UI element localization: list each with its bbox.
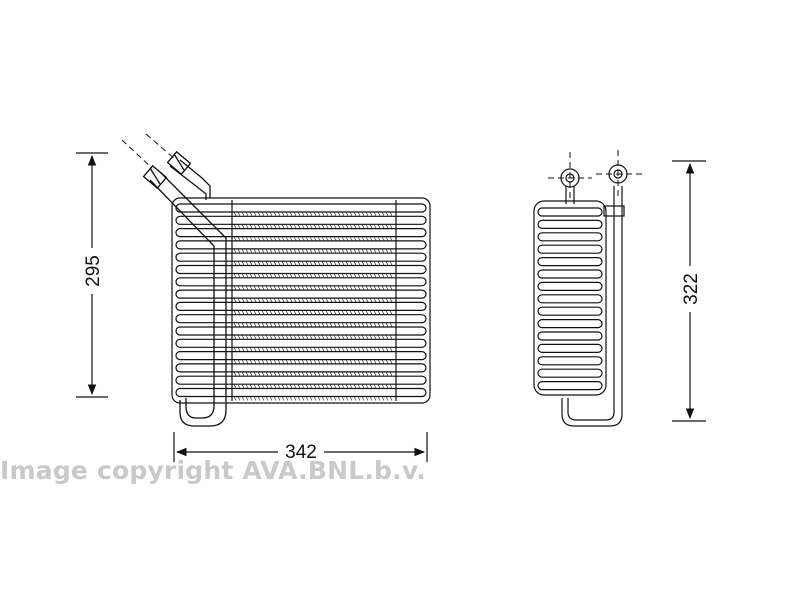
front-tube-row bbox=[175, 252, 427, 262]
side-tube-row bbox=[537, 219, 603, 229]
side-tube-row bbox=[537, 319, 603, 329]
side-view bbox=[533, 150, 646, 427]
dim-label-322: 322 bbox=[681, 273, 702, 305]
front-tube-row bbox=[175, 363, 427, 373]
dim-height-side: 322 bbox=[672, 160, 706, 422]
front-tube-row bbox=[175, 203, 427, 213]
side-tube-row bbox=[537, 331, 603, 341]
copyright-watermark: Image copyright AVA.BNL.b.v. bbox=[0, 456, 426, 485]
front-tube-row bbox=[175, 326, 427, 336]
front-fin-strip bbox=[233, 334, 393, 340]
front-fin-strip bbox=[233, 322, 393, 327]
front-fin-strip bbox=[233, 347, 393, 352]
front-fin-strip bbox=[233, 211, 393, 217]
front-fin-strip bbox=[233, 371, 393, 377]
front-tube-row bbox=[175, 228, 427, 238]
front-fin-strip bbox=[233, 285, 393, 290]
front-tube-row bbox=[175, 338, 427, 348]
side-core-outline bbox=[533, 200, 607, 396]
side-tube-row bbox=[537, 269, 603, 279]
side-tube-row bbox=[537, 381, 603, 391]
front-tube-row bbox=[175, 375, 427, 385]
dim-height-front: 295 bbox=[76, 152, 108, 398]
front-tube-row bbox=[175, 301, 427, 311]
front-tube-row bbox=[175, 314, 427, 324]
side-tube-row bbox=[537, 368, 603, 378]
side-tube-row bbox=[537, 294, 603, 304]
side-tube-row bbox=[537, 281, 603, 291]
front-tube-row bbox=[175, 240, 427, 250]
front-fin-strip bbox=[233, 236, 393, 241]
front-fin-strip bbox=[233, 248, 393, 254]
front-fin-strip bbox=[233, 396, 393, 401]
front-tube-row bbox=[175, 277, 427, 287]
side-tube-row bbox=[537, 207, 603, 217]
front-tubes bbox=[175, 203, 427, 398]
side-tube-row bbox=[537, 257, 603, 267]
dim-label-295: 295 bbox=[83, 255, 104, 287]
front-fins bbox=[233, 211, 393, 401]
front-fin-strip bbox=[233, 384, 393, 389]
side-tube-row bbox=[537, 232, 603, 242]
front-fin-strip bbox=[233, 297, 393, 303]
dim-width: 342 bbox=[173, 432, 428, 463]
side-tube-row bbox=[537, 244, 603, 254]
front-fin-strip bbox=[233, 359, 393, 364]
front-fin-strip bbox=[233, 224, 393, 229]
front-tube-row bbox=[175, 351, 427, 361]
front-pipe-assembly bbox=[142, 150, 227, 427]
side-tube-row bbox=[537, 343, 603, 353]
dim-label-342: 342 bbox=[285, 442, 317, 463]
front-fin-strip bbox=[233, 273, 393, 278]
front-core-outline bbox=[171, 197, 431, 404]
front-view bbox=[121, 133, 431, 427]
side-fins bbox=[537, 207, 603, 391]
side-tube-row bbox=[537, 356, 603, 366]
front-fin-strip bbox=[233, 310, 393, 315]
front-tube-row bbox=[175, 215, 427, 225]
side-tube-row bbox=[537, 306, 603, 316]
front-tube-row bbox=[175, 387, 427, 398]
front-tube-row bbox=[175, 264, 427, 275]
front-fin-strip bbox=[233, 261, 393, 266]
front-tube-row bbox=[175, 289, 427, 299]
